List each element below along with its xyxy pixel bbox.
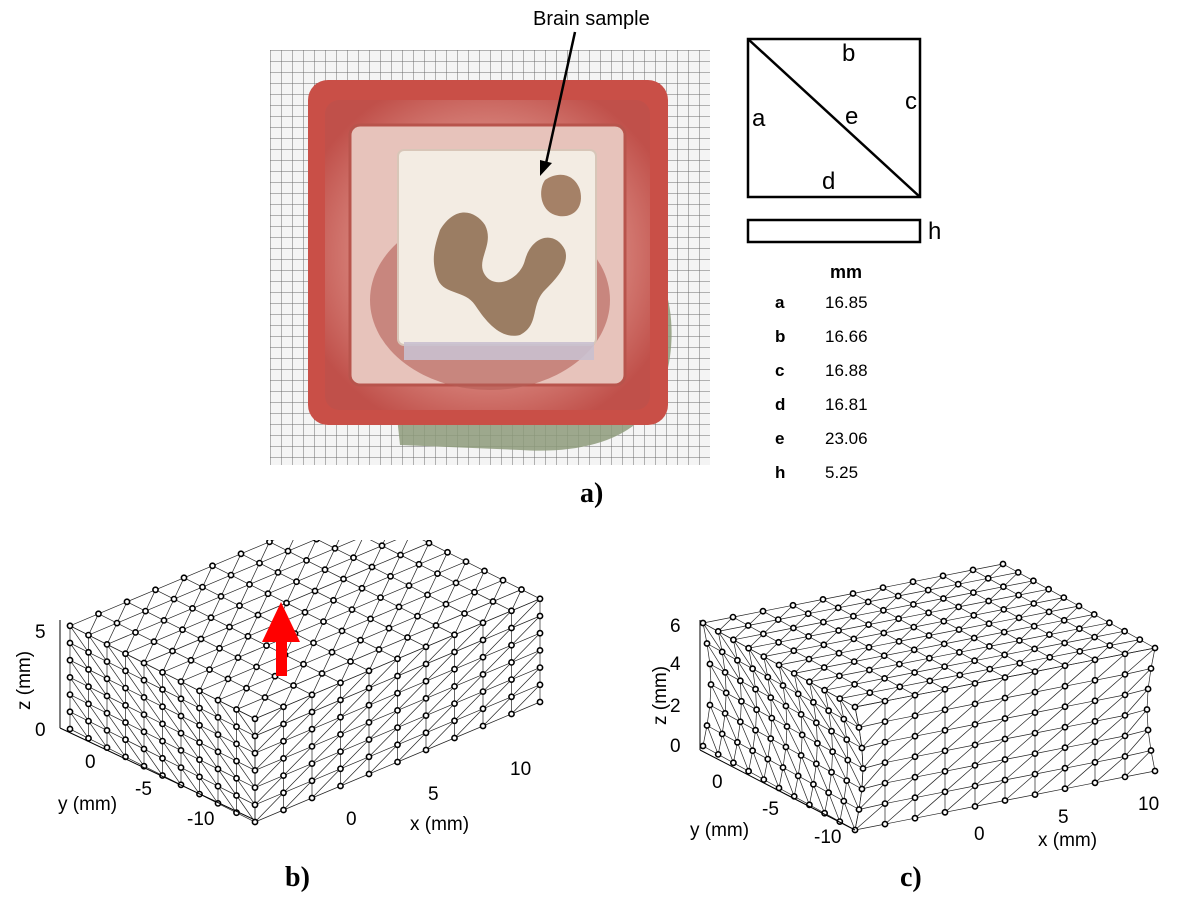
mesh-b-nodes (66, 540, 544, 826)
x-axis-label: x (mm) (410, 814, 469, 835)
y-tick: 0 (85, 752, 96, 773)
sample-dimension-diagram (746, 37, 922, 244)
dimension-row: e 23.06 (775, 422, 895, 456)
dimension-value: 23.06 (825, 429, 868, 448)
label-c: c (905, 88, 917, 115)
dimension-key: a (775, 293, 785, 312)
label-a: a (752, 105, 766, 132)
dimension-key: b (775, 327, 786, 346)
dimension-key: h (775, 463, 786, 482)
x-tick: 0 (346, 809, 357, 830)
label-h: h (928, 218, 942, 245)
dimension-value: 16.81 (825, 395, 868, 414)
y-tick: -5 (762, 799, 779, 820)
x-tick: 10 (510, 759, 531, 780)
caption-b: b) (285, 862, 310, 893)
y-tick: -10 (187, 809, 214, 830)
dimension-row: h 5.25 (775, 456, 895, 490)
x-tick: 10 (1138, 794, 1159, 815)
dimension-value: 16.88 (825, 361, 868, 380)
x-tick: 5 (428, 784, 439, 805)
load-arrow (262, 602, 300, 676)
x-tick: 0 (974, 824, 985, 845)
z-tick: 4 (670, 654, 681, 675)
y-axis-label: y (mm) (58, 794, 117, 815)
z-tick: 0 (35, 720, 46, 741)
x-tick: 5 (1058, 807, 1069, 828)
caption-a: a) (580, 478, 604, 509)
dimension-row: b 16.66 (775, 320, 895, 354)
dimension-key: d (775, 395, 786, 414)
dimension-key: c (775, 361, 785, 380)
z-axis-label: z (mm) (650, 666, 671, 725)
z-tick: 2 (670, 696, 681, 717)
x-axis-label: x (mm) (1038, 830, 1097, 851)
z-tick: 5 (35, 622, 46, 643)
y-axis-label: y (mm) (690, 820, 749, 841)
label-d: d (822, 168, 836, 195)
unit-header: mm (830, 262, 863, 282)
z-tick: 0 (670, 736, 681, 757)
caption-c: c) (900, 862, 922, 893)
dimension-value: 16.85 (825, 293, 868, 312)
z-axis-label: z (mm) (14, 651, 35, 710)
mesh-b-lines (69, 540, 541, 823)
y-tick: 0 (712, 772, 723, 793)
dimension-table: mm a 16.85 b 16.66 c 16.88 d 16.81 e 23.06 h 5.25 (775, 262, 895, 490)
brain-sample-photo (270, 50, 710, 465)
brain-sample-annotation: Brain sample (533, 8, 650, 30)
dimension-row: d 16.81 (775, 388, 895, 422)
y-tick: -10 (814, 827, 841, 848)
mesh-plot-deformed: 6 4 2 0 z (mm) 0 -5 -10 y (mm) 0 5 10 x … (650, 560, 1159, 851)
dimension-key: e (775, 429, 785, 448)
mesh-c-lines (702, 563, 1156, 831)
dimension-value: 5.25 (825, 463, 859, 482)
mesh-c-nodes (699, 560, 1159, 834)
label-e: e (845, 103, 859, 130)
dimension-row: c 16.88 (775, 354, 895, 388)
dimension-value: 16.66 (825, 327, 868, 346)
label-b: b (842, 40, 856, 67)
z-tick: 6 (670, 616, 681, 637)
y-tick: -5 (135, 779, 152, 800)
mesh-plot-undeformed: 5 0 z (mm) 0 -5 -10 y (mm) 0 5 10 x (mm) (14, 540, 544, 835)
dimension-row: a 16.85 (775, 286, 895, 320)
